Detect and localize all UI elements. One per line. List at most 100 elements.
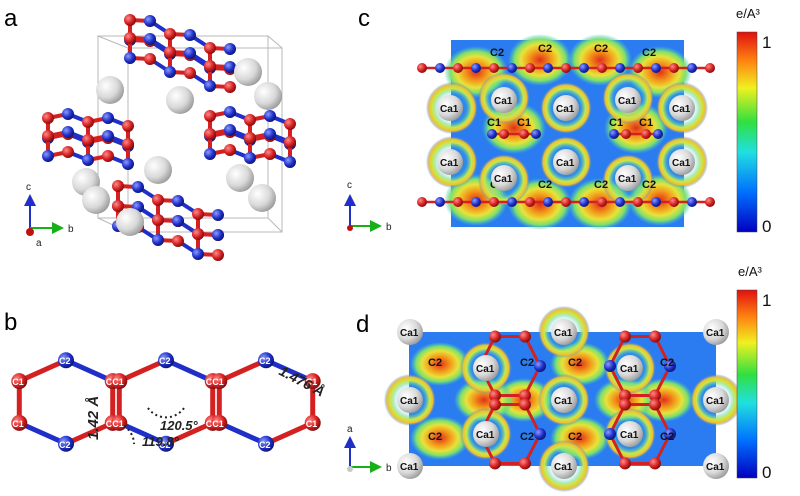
carbon-c1-atom	[597, 197, 607, 207]
carbon-c2-atom	[487, 129, 497, 139]
colorbar-max-d: 1	[762, 291, 771, 310]
label-c2: C2	[159, 440, 171, 450]
carbon-c1-atom	[112, 200, 124, 212]
label-ca1: Ca1	[476, 364, 495, 375]
label-c2: C2	[520, 431, 534, 443]
carbon-c2-atom	[615, 197, 625, 207]
axis-triad-d: a b	[344, 424, 392, 474]
label-c2: C2	[490, 47, 504, 59]
carbon-c1-atom	[211, 373, 228, 390]
carbon-c2-atom	[579, 197, 589, 207]
label-c2: C2	[259, 356, 271, 366]
label-c1: C1	[609, 117, 623, 129]
carbon-c1-atom	[111, 373, 128, 390]
carbon-c2-atom	[42, 150, 54, 162]
calcium-atom	[82, 186, 110, 214]
label-ca1: Ca1	[618, 174, 637, 185]
axis-origin-d	[347, 466, 353, 472]
calcium-atom	[437, 149, 463, 175]
carbon-c2-atom	[204, 80, 216, 92]
carbon-c1-atom	[649, 457, 661, 470]
bond	[64, 420, 114, 447]
carbon-c1-atom	[42, 112, 54, 124]
carbon-c1-atom	[124, 14, 136, 26]
label-ca1: Ca1	[440, 104, 459, 115]
carbon-c1-atom	[499, 129, 509, 139]
bond-short-label: 1.42 Å	[85, 396, 102, 440]
calcium-atom	[553, 149, 579, 175]
carbon-c2-atom	[435, 197, 445, 207]
label-c1: C1	[306, 419, 318, 429]
bond	[64, 357, 114, 384]
calcium-atom	[615, 165, 641, 191]
carbon-c1-atom	[525, 63, 535, 73]
calcium-atom	[473, 355, 499, 381]
carbon-c1-atom	[519, 457, 531, 470]
carbon-c2-atom	[534, 360, 546, 372]
carbon-c2-atom	[471, 63, 481, 73]
carbon-c1-atom	[633, 197, 643, 207]
bond	[118, 420, 168, 447]
carbon-c1-atom	[152, 194, 164, 206]
carbon-c1-atom	[111, 414, 128, 431]
carbon-c2-atom	[158, 435, 174, 452]
label-ca1: Ca1	[556, 104, 575, 115]
carbon-c2-atom	[258, 435, 274, 452]
carbon-c2-atom	[58, 352, 74, 369]
carbon-c2-atom	[258, 352, 274, 369]
label-c2: C2	[538, 179, 552, 191]
carbon-c1-atom	[204, 128, 216, 140]
calcium-atom	[615, 87, 641, 113]
label-c1: C1	[639, 117, 653, 129]
carbon-c1-atom	[164, 28, 176, 40]
panel-c: c C2C2C2C2C2C2C2C2C1C1C1C1Ca1Ca1Ca1Ca1Ca…	[344, 5, 771, 236]
carbon-c2-atom	[664, 360, 676, 372]
label-c2: C2	[538, 43, 552, 55]
carbon-c1-atom	[489, 197, 499, 207]
calcium-atom	[116, 208, 144, 236]
axis-origin-c	[347, 225, 353, 231]
carbon-c2-atom	[224, 106, 236, 118]
carbon-c2-atom	[687, 197, 697, 207]
carbon-c1-atom	[669, 197, 679, 207]
carbon-c2-atom	[184, 47, 196, 59]
high-density-region	[410, 342, 470, 386]
carbon-c2-atom	[224, 61, 236, 73]
carbon-c2-atom	[604, 360, 616, 372]
label-c2: C2	[428, 431, 442, 443]
label-ca1: Ca1	[672, 104, 691, 115]
carbon-c2-atom	[534, 428, 546, 440]
axis-c-label-b: b	[386, 222, 392, 233]
label-c1: C1	[517, 117, 531, 129]
bond	[164, 420, 214, 447]
colorbar-unit-d: e/A³	[738, 264, 763, 279]
calcium-atom	[703, 453, 729, 479]
label-c2: C2	[594, 43, 608, 55]
calcium-atoms	[72, 58, 282, 236]
carbon-c1-atom	[519, 398, 531, 411]
carbon-c1-atom	[244, 132, 256, 144]
label-c1: C1	[487, 117, 501, 129]
label-c2: C2	[259, 440, 271, 450]
carbon-c1-atom	[489, 457, 501, 470]
colorbar-min-c: 0	[762, 217, 771, 236]
axis-triad-c: c b	[344, 180, 392, 233]
carbon-c1-atom	[525, 197, 535, 207]
carbon-c2-atom	[132, 181, 144, 193]
carbon-c1-atom	[619, 398, 631, 411]
label-c1: C1	[112, 377, 124, 387]
carbon-c1-atom	[705, 197, 715, 207]
carbon-c2-atom	[543, 63, 553, 73]
calcium-atom	[617, 421, 643, 447]
hexagon-network: C2C1C1C2C1C1C2C1C1C2C1C1C2C1C1C2C1C1	[11, 352, 321, 452]
high-density-region	[508, 34, 572, 86]
colorbar-min-d: 0	[762, 463, 771, 482]
calcium-atom	[437, 95, 463, 121]
carbon-c2-atom	[471, 197, 481, 207]
carbon-c1-atom	[192, 208, 204, 220]
carbon-c1-atom	[192, 228, 204, 240]
label-c2: C2	[642, 47, 656, 59]
carbon-c1-atom	[489, 398, 501, 411]
carbon-c2-atom	[604, 428, 616, 440]
carbon-c2-atom	[244, 152, 256, 164]
